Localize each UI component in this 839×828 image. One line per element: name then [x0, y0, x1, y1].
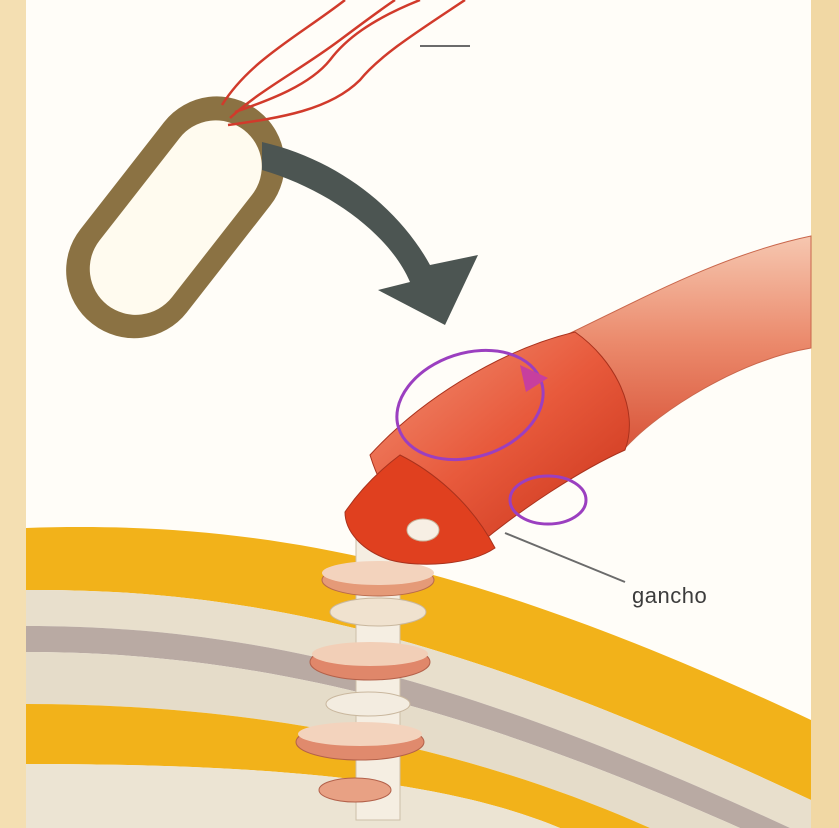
thread: [222, 0, 465, 125]
hook-label: gancho: [632, 583, 707, 609]
oval-loop: [39, 69, 312, 365]
disc-4: [326, 692, 410, 716]
hook-tip: [407, 519, 439, 541]
disc-2: [330, 598, 426, 626]
curved-arrow-icon: [262, 142, 478, 325]
disc-6: [319, 778, 391, 802]
